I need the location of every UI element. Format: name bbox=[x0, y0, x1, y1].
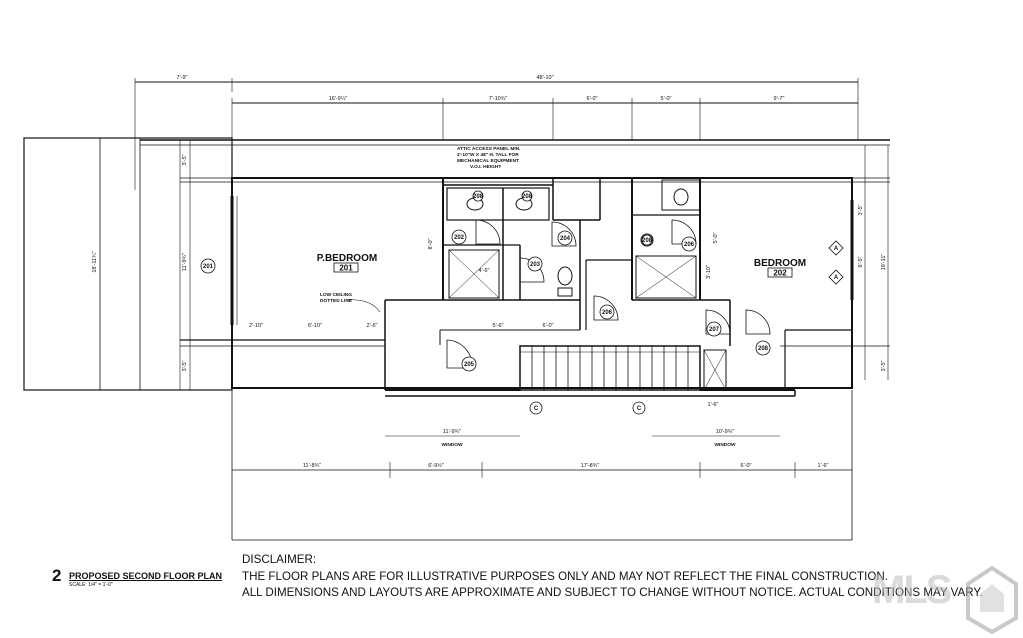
dim-text: 6'-5" bbox=[858, 256, 864, 267]
attic-note-line: 2'-10"W X 48" H. TALL FOR bbox=[457, 152, 519, 158]
dim-text: 5'-6" bbox=[493, 323, 504, 329]
door-tag: 205 bbox=[464, 362, 475, 368]
dim-text: 3'-5" bbox=[182, 360, 188, 371]
dim-text: 11'-9¾" bbox=[443, 429, 461, 435]
porch-roof-outline bbox=[23, 137, 233, 391]
door-tag: 204 bbox=[560, 236, 571, 242]
dim-text: 48'-10" bbox=[536, 75, 553, 81]
wall-tag: 201 bbox=[203, 264, 214, 270]
dim-text: 1'-6" bbox=[708, 402, 719, 408]
door-tag: 208 bbox=[758, 346, 769, 352]
dim-text: 5'-0" bbox=[713, 232, 719, 243]
vanity-counter-201 bbox=[446, 187, 550, 221]
wall-tag: C bbox=[637, 406, 642, 412]
dim-text: 10'-9¾" bbox=[716, 429, 735, 435]
door-tag: 202 bbox=[454, 235, 465, 241]
plan-number: 2 bbox=[52, 566, 62, 585]
mls-watermark-text: MLS bbox=[872, 568, 952, 612]
window-note: WINDOW bbox=[714, 442, 736, 448]
plan-scale: SCALE: 1/4" = 1'-0" bbox=[69, 582, 113, 588]
room-labels: P.BEDROOM 201 BEDROOM 202 bbox=[317, 253, 806, 278]
tags: 201 202 203 204 205 206 206 207 208 208 … bbox=[203, 194, 839, 412]
attic-note-line: MECHANICAL EQUIPMENT bbox=[457, 158, 519, 164]
dim-text: 6'-0" bbox=[741, 463, 752, 469]
dim-text: 1'-6" bbox=[818, 463, 829, 469]
dim-text: 6'-0" bbox=[543, 323, 554, 329]
dim-text: 3'-10" bbox=[706, 265, 712, 279]
plan-title: PROPOSED SECOND FLOOR PLAN bbox=[69, 571, 223, 581]
wall-tag: A bbox=[834, 246, 839, 252]
disclaimer: DISCLAIMER: THE FLOOR PLANS ARE FOR ILLU… bbox=[242, 552, 1022, 602]
house-logo-icon bbox=[966, 565, 1018, 634]
dim-text: 5'-0" bbox=[661, 96, 672, 102]
dim-text: 4'-6" bbox=[479, 268, 490, 274]
room-name-primary-bedroom: P.BEDROOM bbox=[317, 253, 377, 264]
dim-text: 3'-5" bbox=[182, 154, 188, 165]
room-number-bedroom: 202 bbox=[773, 269, 787, 278]
wall-tag: A bbox=[834, 275, 839, 281]
dim-text: 11'-8¾" bbox=[303, 463, 321, 469]
wall-tag: C bbox=[534, 406, 539, 412]
attic-note-line: ATTIC ACCESS PANEL MIN. bbox=[457, 146, 521, 152]
dim-text: 2'-6" bbox=[367, 323, 378, 329]
dim-text: 17'-8¾" bbox=[581, 463, 600, 469]
dimensions: 7'-9" 48'-10" 16'-9¼" 7'-10¾" 6'-0" 5'-0… bbox=[92, 75, 887, 469]
dim-text: 7'-10¾" bbox=[489, 96, 508, 102]
dim-text: 6'-9½" bbox=[428, 462, 444, 469]
door-tag: 203 bbox=[530, 262, 541, 268]
disclaimer-line-1: THE FLOOR PLANS ARE FOR ILLUSTRATIVE PUR… bbox=[242, 569, 888, 583]
dim-text: 3'-5" bbox=[858, 204, 864, 215]
dim-text: 18'-11¾" bbox=[92, 251, 98, 272]
exterior-walls bbox=[231, 177, 853, 389]
fixture-tag: 208 bbox=[473, 194, 484, 200]
dim-text: 6'-0" bbox=[587, 96, 598, 102]
door-tag: 206 bbox=[602, 310, 613, 316]
dim-text: 11'-9¾" bbox=[182, 253, 188, 271]
staircase bbox=[519, 345, 701, 391]
door-tag: 207 bbox=[709, 327, 720, 333]
window-note: WINDOW bbox=[441, 442, 463, 448]
dim-text: 9'-7" bbox=[774, 96, 785, 102]
ceiling-note-line: LOW CEILING bbox=[320, 292, 352, 298]
fixture-tag: 208 bbox=[642, 238, 653, 244]
plan-footer: 2 PROPOSED SECOND FLOOR PLAN SCALE: 1/4"… bbox=[0, 548, 1023, 638]
dim-text: 8'-0" bbox=[428, 238, 434, 249]
fixture-tag: 208 bbox=[522, 194, 533, 200]
dim-text: 6'-10" bbox=[308, 323, 322, 329]
attic-note-line: V.O.I. HEIGHT bbox=[470, 164, 501, 170]
notes: ATTIC ACCESS PANEL MIN. 2'-10"W X 48" H.… bbox=[320, 146, 736, 448]
disclaimer-line-2: ALL DIMENSIONS AND LAYOUTS ARE APPROXIMA… bbox=[242, 586, 983, 599]
dim-text: 2'-10" bbox=[249, 323, 263, 329]
door-tag: 206 bbox=[684, 242, 695, 248]
dim-text: 18'-11" bbox=[881, 254, 887, 271]
ceiling-note-line: DOTTED LINE bbox=[320, 298, 353, 304]
dim-text: 3'-5" bbox=[881, 360, 887, 371]
room-number-primary-bedroom: 201 bbox=[339, 264, 353, 273]
dim-text: 16'-9¼" bbox=[329, 96, 348, 102]
dim-text: 7'-9" bbox=[177, 75, 188, 81]
room-name-bedroom: BEDROOM bbox=[754, 258, 806, 269]
mls-watermark-logo: MLS bbox=[870, 562, 1020, 634]
disclaimer-heading: DISCLAIMER: bbox=[242, 553, 317, 566]
